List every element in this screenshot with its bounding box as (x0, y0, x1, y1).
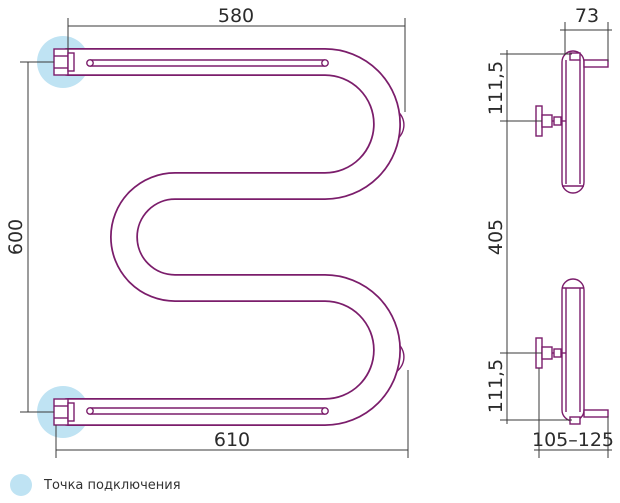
side-view (535, 50, 609, 425)
inner-rod-bottom (86, 407, 329, 415)
dim-depth: 73 (575, 5, 599, 27)
legend: Точка подключения (10, 474, 181, 496)
dim-top-width: 580 (218, 5, 254, 27)
dim-lower-offset: 111,5 (485, 359, 507, 413)
dim-bracket-spacing: 405 (485, 219, 507, 255)
front-view (53, 48, 405, 426)
rail-tube-fill (55, 49, 400, 425)
outlet-pipe-bottom (583, 409, 609, 418)
fitting-top (53, 48, 75, 76)
dim-bottom-width: 610 (214, 429, 250, 451)
dim-wall-distance: 105–125 (532, 429, 614, 451)
connection-point-legend-icon (10, 474, 32, 496)
dim-height: 600 (5, 219, 27, 255)
dim-upper-offset: 111,5 (485, 61, 507, 115)
outlet-pipe-top (583, 59, 609, 68)
inner-rod-top (86, 59, 329, 67)
dimension-lines (20, 18, 612, 458)
legend-label: Точка подключения (44, 477, 181, 493)
fitting-bottom (53, 398, 75, 426)
side-pipe-upper (561, 50, 585, 194)
